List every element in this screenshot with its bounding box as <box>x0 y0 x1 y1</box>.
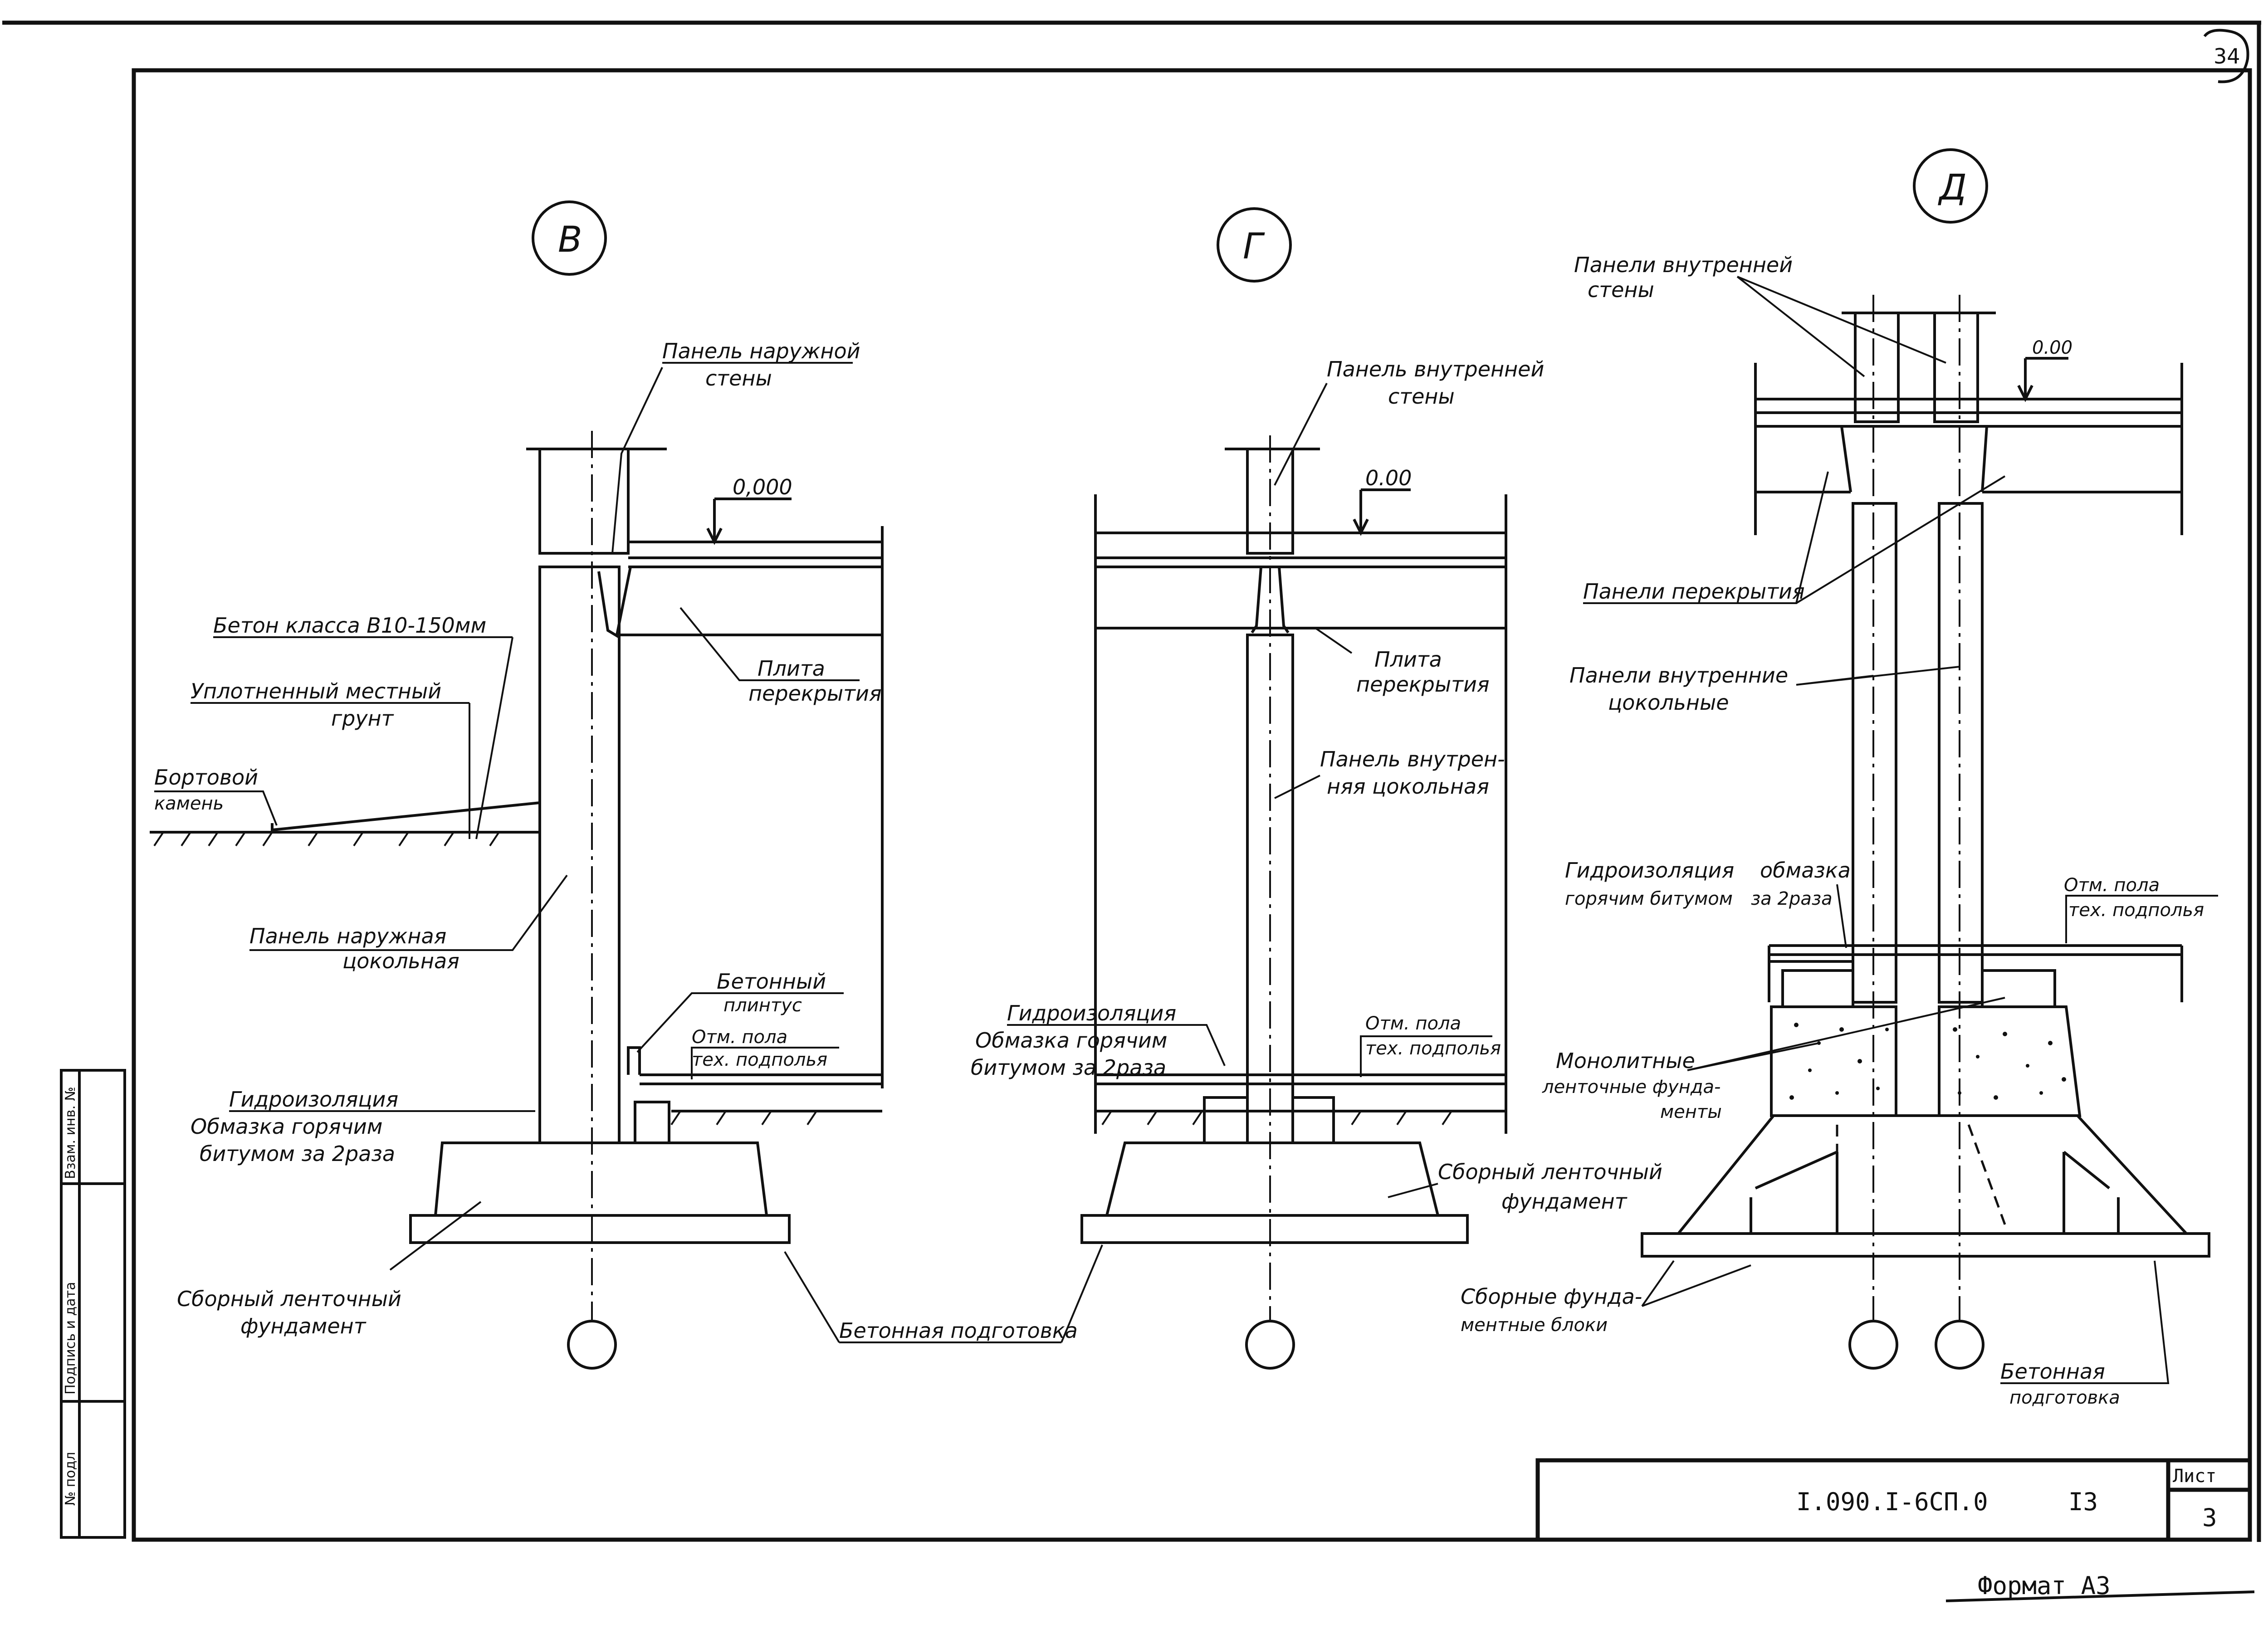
v-strip-foundation-2: фундамент <box>240 1314 367 1338</box>
g-level: 0.00 <box>1365 466 1412 490</box>
g-panel-inner-wall-2: стены <box>1388 384 1455 409</box>
section-v: В 0,000 <box>150 200 1103 1370</box>
v-floor-slab-1: Плита <box>758 656 825 681</box>
section-g: Г 0.00 <box>971 207 1662 1370</box>
d-axis-bubble-right <box>1935 1320 1984 1370</box>
v-curb-stone-2: камень <box>154 793 224 814</box>
section-marker-d-label: Д <box>1938 167 1967 208</box>
d-level: 0.00 <box>2032 337 2072 358</box>
v-waterproofing-2: Обмазка горячим <box>191 1114 382 1139</box>
format-label: Формат А3 <box>1978 1571 2111 1600</box>
side-label-replacement: Взам. инв. № <box>63 1087 78 1179</box>
g-strip-foundation-2: фундамент <box>1501 1189 1628 1214</box>
d-inner-plinth-2: цокольные <box>1608 690 1729 715</box>
d-precast-blocks-2: ментные блоки <box>1461 1315 1608 1336</box>
d-inner-wall-panels-1: Панели внутренней <box>1574 253 1793 277</box>
d-coating-1: обмазка <box>1760 858 1851 883</box>
v-outer-plinth-2: цокольная <box>342 949 459 973</box>
v-skirting-2: плинтус <box>723 995 802 1016</box>
g-waterproofing-2: Обмазка горячим <box>975 1028 1167 1053</box>
d-monolithic-2: ленточные фунда- <box>1542 1077 1721 1097</box>
d-inner-plinth-1: Панели внутренние <box>1569 663 1788 688</box>
v-panel-outer-wall-2: стены <box>705 366 772 390</box>
g-floor-slab-1: Плита <box>1374 647 1442 672</box>
side-label-signature: Подпись и дата <box>63 1282 78 1395</box>
v-panel-outer-wall-1: Панель наружной <box>662 339 860 363</box>
section-marker-d <box>1913 148 1988 224</box>
section-marker-v-label: В <box>558 219 582 260</box>
v-floor-level-1: Отм. пола <box>692 1027 787 1048</box>
v-floor-slab-2: перекрытия <box>748 681 882 706</box>
d-floor-level-2: тех. подполья <box>2068 900 2204 921</box>
g-floor-level-1: Отм. пола <box>1365 1013 1461 1034</box>
v-curb-stone-1: Бортовой <box>154 765 258 790</box>
sheet-count: 3 <box>2202 1503 2217 1532</box>
g-strip-foundation-1: Сборный ленточный <box>1438 1160 1662 1184</box>
g-floor-level-2: тех. подполья <box>1365 1038 1501 1059</box>
section-marker-g-label: Г <box>1243 226 1265 267</box>
g-panel-inner-wall-1: Панель внутренней <box>1327 357 1544 381</box>
d-waterproofing-1: Гидроизоляция <box>1565 858 1734 883</box>
v-compacted-soil-1: Уплотненный местный <box>191 679 441 703</box>
section-marker-v <box>532 200 607 276</box>
sheet-number: I3 <box>2068 1488 2098 1516</box>
section-d: Д 0.00 <box>1461 148 2218 1408</box>
v-waterproofing-3: битумом за 2раза <box>200 1141 395 1166</box>
v-level: 0,000 <box>733 475 792 499</box>
d-coating-2: за 2раза <box>1751 888 1833 909</box>
v-concrete-class: Бетон класса В10-150мм <box>213 613 486 638</box>
sheet-header: Лист <box>2173 1466 2216 1487</box>
v-concrete-prep: Бетонная подготовка <box>839 1318 1078 1343</box>
d-floor-panels: Панели перекрытия <box>1583 579 1805 604</box>
page-number: 34 <box>2214 44 2240 68</box>
d-waterproofing-2: горячим битумом <box>1565 888 1733 909</box>
v-outer-plinth-1: Панель наружная <box>249 924 446 948</box>
side-labels: Взам. инв. № Подпись и дата № подл <box>63 1087 78 1506</box>
g-waterproofing-3: битумом за 2раза <box>971 1055 1166 1080</box>
d-monolithic-3: менты <box>1660 1102 1722 1122</box>
v-strip-foundation-1: Сборный ленточный <box>177 1287 401 1311</box>
sheet-frame <box>2 20 2261 1602</box>
v-skirting-1: Бетонный <box>717 969 826 994</box>
g-inner-plinth-1: Панель внутрен- <box>1320 747 1505 771</box>
v-compacted-soil-2: грунт <box>331 706 394 731</box>
section-marker-g <box>1217 207 1292 283</box>
g-inner-plinth-2: няя цокольная <box>1327 774 1489 799</box>
d-axis-bubble-left <box>1848 1320 1898 1370</box>
v-waterproofing-1: Гидроизоляция <box>229 1087 398 1112</box>
d-inner-wall-panels-2: стены <box>1588 278 1654 302</box>
d-floor-level-1: Отм. пола <box>2064 875 2160 896</box>
side-label-original: № подл <box>63 1452 78 1506</box>
v-axis-bubble <box>567 1320 617 1370</box>
g-waterproofing-1: Гидроизоляция <box>1007 1001 1176 1025</box>
d-precast-blocks-1: Сборные фунда- <box>1461 1284 1642 1309</box>
d-concrete-prep-1: Бетонная <box>2000 1359 2105 1384</box>
d-concrete-prep-2: подготовка <box>2009 1387 2120 1408</box>
g-floor-slab-2: перекрытия <box>1356 672 1490 697</box>
doc-code: I.090.I-6СП.0 <box>1796 1488 1988 1516</box>
v-floor-level-2: тех. подполья <box>692 1049 827 1070</box>
g-axis-bubble <box>1245 1320 1295 1370</box>
d-monolithic-1: Монолитные <box>1556 1049 1695 1073</box>
